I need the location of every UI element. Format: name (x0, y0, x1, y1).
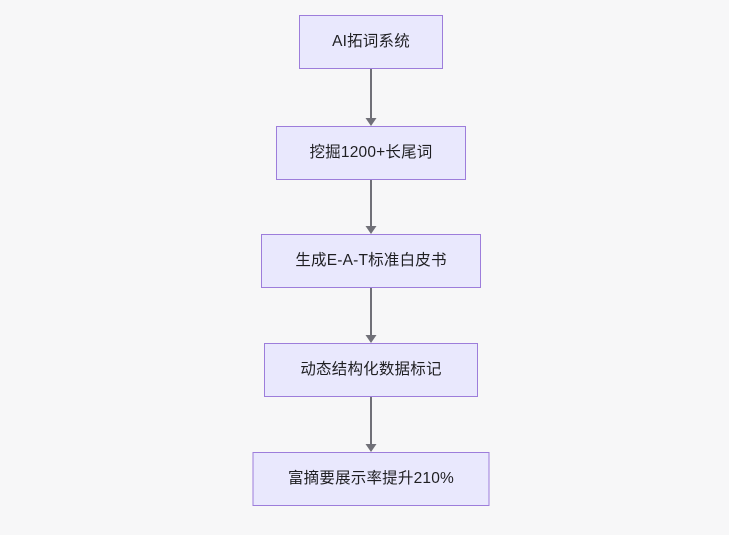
flowchart-node-n2[interactable]: 挖掘1200+长尾词 (276, 126, 466, 180)
arrowhead-icon (365, 444, 377, 452)
flowchart-node-n4[interactable]: 动态结构化数据标记 (264, 343, 478, 397)
edge-n2-to-n3 (364, 180, 378, 234)
flowchart-node-label: AI拓词系统 (332, 33, 410, 51)
flowchart-node-n1[interactable]: AI拓词系统 (299, 15, 443, 69)
edge-n1-to-n2 (364, 69, 378, 126)
arrowhead-icon (365, 118, 377, 126)
edge-n3-to-n4 (364, 288, 378, 343)
arrowhead-icon (365, 226, 377, 234)
flowchart-node-n3[interactable]: 生成E-A-T标准白皮书 (261, 234, 481, 288)
flowchart-node-label: 富摘要展示率提升210% (287, 470, 455, 488)
flowchart-node-label: 动态结构化数据标记 (300, 361, 442, 379)
flowchart-node-label: 生成E-A-T标准白皮书 (295, 252, 447, 270)
flowchart-node-n5[interactable]: 富摘要展示率提升210% (252, 452, 490, 506)
flowchart-node-label: 挖掘1200+长尾词 (309, 144, 433, 162)
arrowhead-icon (365, 335, 377, 343)
edge-n4-to-n5 (364, 397, 378, 452)
